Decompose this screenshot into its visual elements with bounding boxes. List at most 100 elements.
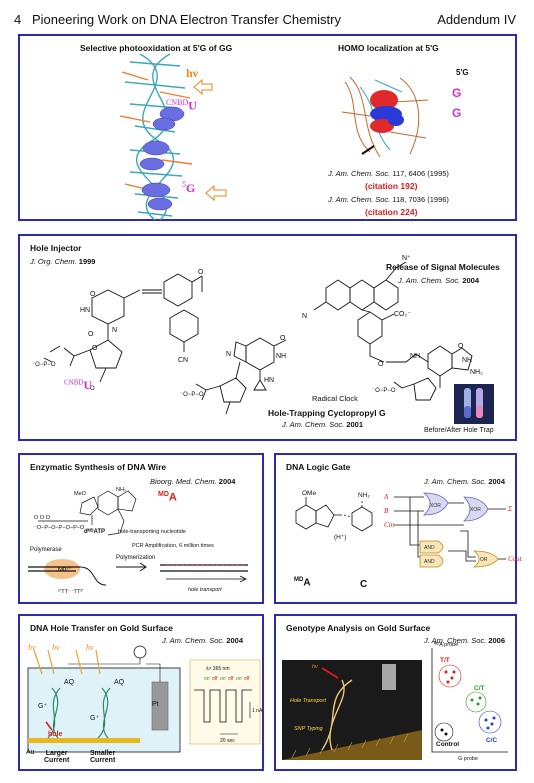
rhodamine-structure: N N⁺ CO₂⁻ O NH O NH NH₂ ⁻O−P−O — [302, 255, 483, 401]
polymerase-label: Polymerase — [30, 547, 62, 553]
cyclo-o: O — [280, 335, 286, 342]
md-atp-structure: MeO NH₂ O O O ⁻O−P−O−P−O−P−O — [34, 487, 137, 536]
label-5g: 5'G — [456, 68, 469, 77]
rhodamine-o2: O — [458, 343, 464, 350]
gold-surface-image: hν Hole Transport SNP Typing — [282, 660, 422, 760]
injector-cn: CN — [178, 357, 188, 364]
citation-2-number[interactable]: (citation 224) — [365, 207, 418, 217]
or-gate: OR — [480, 557, 488, 563]
ct-label: C/T — [474, 685, 485, 692]
genotype-title: Genotype Analysis on Gold Surface — [286, 623, 431, 633]
off-label-3: off — [244, 676, 250, 682]
full-adder-circuit: XOR XOR AND AND OR A B Cin Σ Cout — [383, 492, 523, 568]
xor-gate-2: XOR — [470, 507, 481, 513]
input-b: B — [384, 507, 389, 515]
panel-genotype: Genotype Analysis on Gold Surface J. Am.… — [274, 614, 517, 771]
scale-current: 1 nA — [252, 708, 263, 714]
svg-text:N: N — [302, 313, 307, 320]
electrochem-cell-diagram: AQ AQ G⁺ G⁺ Pt Au hν hν hν hole — [26, 643, 181, 756]
genotype-scatter-plot: T/T C/T C/C Control ᴹᴰA probe G probe — [431, 641, 508, 762]
chapter-number: 4 — [14, 12, 22, 27]
polymerization-label: Polymerization — [116, 555, 156, 561]
panel-homo-title: HOMO localization at 5'G — [338, 43, 439, 53]
cyclopropyl-g-title: Hole-Trapping Cyclopropyl G — [268, 408, 386, 418]
scale-time: 20 sec — [220, 738, 235, 744]
pcr-label: PCR Amplification, 6 million times — [132, 543, 214, 549]
md-atp-description: hole-transporting nucleotide — [118, 529, 186, 535]
hv-label-3: hν — [86, 643, 94, 652]
logic-gate-citation: J. Am. Chem. Soc. 2004 — [424, 477, 506, 486]
logic-gate-title: DNA Logic Gate — [286, 462, 351, 472]
svg-text:N⁺: N⁺ — [402, 255, 411, 262]
output-sum: Σ — [507, 505, 513, 513]
injector-o1: O — [90, 291, 96, 298]
cc-label: C/C — [486, 737, 498, 744]
svg-text:O O O: O O O — [34, 515, 51, 521]
cyclopropyl-g-citation: J. Am. Chem. Soc. 2001 — [282, 420, 364, 429]
citation-2-ref: J. Am. Chem. Soc. 118, 7036 (1996) — [328, 195, 449, 204]
control-label: Control — [436, 741, 459, 748]
input-c: Cin — [384, 521, 395, 529]
page-title: Pioneering Work on DNA Electron Transfer… — [32, 12, 341, 27]
rhodamine-o: O — [378, 361, 384, 368]
label-g2: G — [452, 106, 462, 120]
dna-helix-image — [119, 53, 193, 221]
hv-arrow-icon — [193, 78, 213, 96]
aq-label-1: AQ — [64, 679, 75, 686]
radical-clock-label: Radical Clock — [312, 394, 358, 403]
on-label-1: on — [204, 676, 210, 682]
hole-injector-cnbdu: CNBDU — [64, 378, 93, 392]
rhodamine-nh2: NH — [462, 357, 472, 364]
label-g1: G — [452, 86, 462, 100]
geno-hole-transport-label: Hole Transport — [290, 698, 326, 704]
hole-label: hole — [48, 731, 62, 738]
au-label: Au — [26, 749, 35, 756]
ma-probe-label: ᴹᴰA probe — [434, 641, 458, 648]
gold-transfer-title: DNA Hole Transfer on Gold Surface — [30, 623, 173, 633]
injector-n: N — [112, 327, 117, 334]
cyclo-hn: HN — [264, 377, 274, 384]
dna-wire-diagram: Mn²⁺ — [28, 559, 248, 586]
gold-transfer-citation: J. Am. Chem. Soc. 2004 — [162, 636, 244, 645]
citation-1-ref: J. Am. Chem. Soc. 117, 6406 (1995) — [328, 169, 449, 178]
svg-text:⁻O−P−O−P−O−P−O: ⁻O−P−O−P−O−P−O — [34, 525, 85, 531]
panel-logic-gate: DNA Logic Gate J. Am. Chem. Soc. 2004 OM… — [274, 453, 523, 604]
logic-ome: OMe — [302, 490, 316, 497]
xor-gate-1: XOR — [430, 503, 441, 509]
homo-orbital-image — [341, 76, 429, 158]
hv-label-2: hν — [52, 643, 60, 652]
and-gate-1: AND — [424, 545, 435, 551]
hole-trap-photo — [454, 384, 494, 424]
panel-hole-injector: Hole Injector J. Org. Chem. 1999 Release… — [18, 234, 517, 441]
panel-gold-hole-transfer: DNA Hole Transfer on Gold Surface J. Am.… — [18, 614, 264, 771]
logic-md-a-label: MDA — [294, 577, 311, 589]
cyclo-n: N — [226, 351, 231, 358]
rhodamine-nh: NH — [410, 353, 420, 360]
geno-hv-label: hν — [312, 664, 318, 670]
hv-label: hν — [186, 66, 199, 80]
photocurrent-trace: λ> 365 nm on off on off on off 1 nA 20 s… — [189, 659, 263, 745]
on-label-2: on — [220, 676, 226, 682]
addendum-label: Addendum IV — [437, 12, 516, 27]
panel-photooxidation: Selective photooxidation at 5'G of GG HO… — [18, 34, 517, 221]
dna-wire-citation: Bioorg. Med. Chem. 2004 — [150, 477, 236, 486]
and-gate-2: AND — [424, 559, 435, 565]
hole-injector-title: Hole Injector — [30, 243, 82, 253]
panel-photooxidation-title: Selective photooxidation at 5'G of GG — [80, 43, 233, 53]
g-plus-label-2: G⁺ — [90, 715, 99, 722]
citation-1-number[interactable]: (citation 192) — [365, 181, 418, 191]
md-atp-nh2: NH₂ — [116, 487, 126, 493]
panel-dna-wire: Enzymatic Synthesis of DNA Wire Bioorg. … — [18, 453, 264, 604]
rhodamine-co2: CO₂⁻ — [394, 311, 411, 318]
injector-o4: O — [92, 345, 98, 352]
genotype-citation: J. Am. Chem. Soc. 2006 — [424, 636, 506, 645]
signal-release-title: Release of Signal Molecules — [386, 262, 500, 272]
input-a: A — [383, 493, 389, 501]
svg-text:⁻O−P−O: ⁻O−P−O — [180, 392, 204, 398]
hole-trap-caption: Before/After Hole Trap — [424, 427, 494, 434]
pt-label: Pt — [152, 701, 159, 708]
dna-wire-title: Enzymatic Synthesis of DNA Wire — [30, 462, 167, 472]
signal-release-citation: J. Am. Chem. Soc. 2004 — [398, 276, 480, 285]
